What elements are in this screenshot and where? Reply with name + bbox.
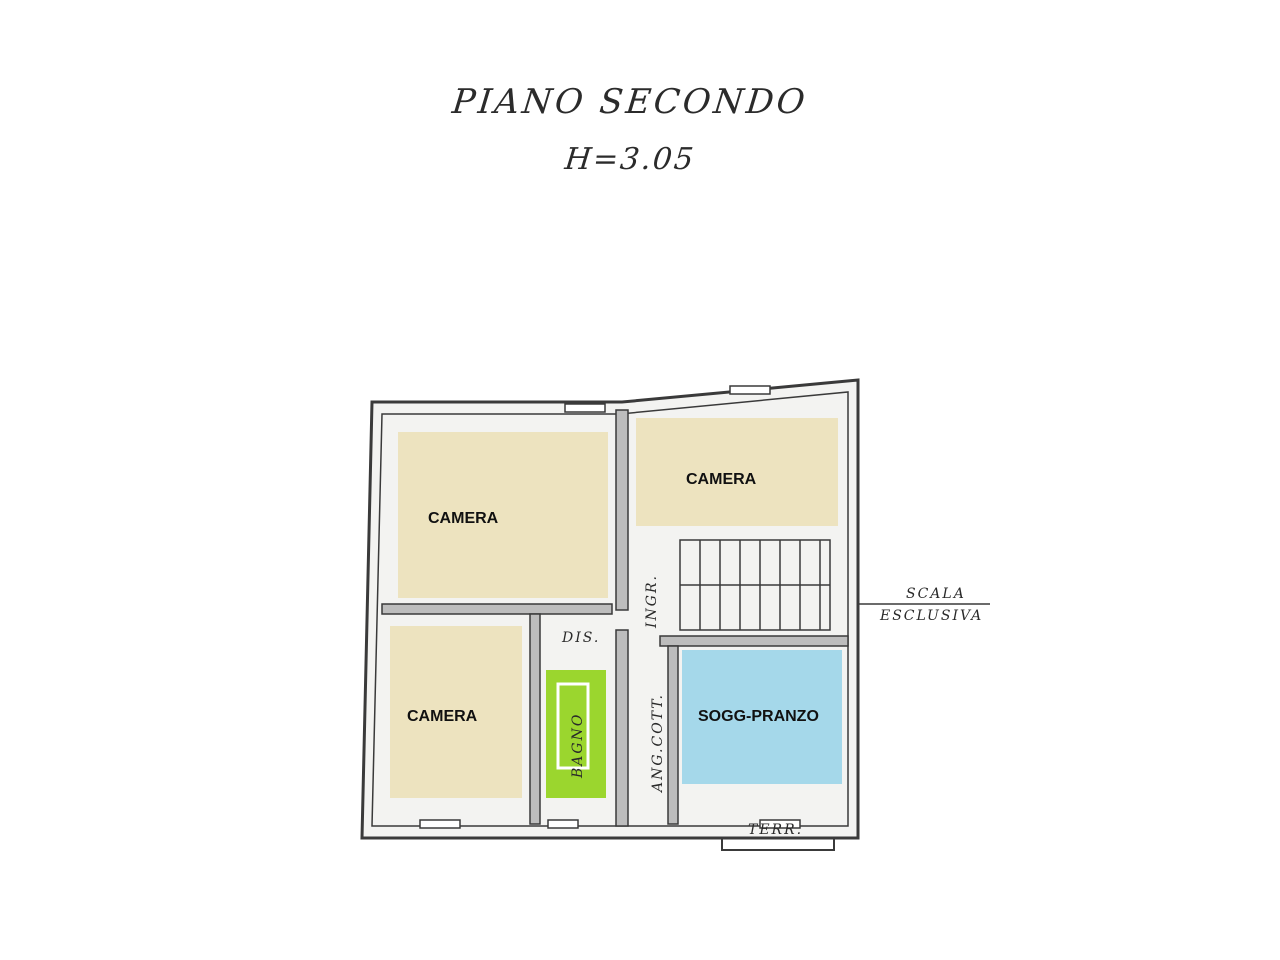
label-sogg-pranzo: SOGG-PRANZO bbox=[698, 708, 819, 725]
room-camera-top-right bbox=[636, 418, 838, 526]
room-camera-top-left bbox=[398, 432, 608, 598]
building-inner-outline bbox=[371, 391, 849, 827]
staircase bbox=[679, 539, 990, 631]
annotation-ingr: INGR. bbox=[644, 574, 660, 629]
label-camera-top-right: CAMERA bbox=[686, 471, 757, 488]
room-sogg-pranzo bbox=[682, 650, 842, 784]
label-camera-top-left: CAMERA bbox=[428, 510, 499, 527]
interior-walls bbox=[381, 409, 849, 827]
annotation-scala: SCALA bbox=[906, 586, 966, 602]
label-bagno: BAGNO bbox=[570, 713, 586, 779]
annotation-esclusiva: ESCLUSIVA bbox=[879, 608, 983, 624]
label-camera-bottom-left: CAMERA bbox=[407, 708, 478, 725]
room-camera-bottom-left bbox=[390, 626, 522, 798]
bagno-fixture bbox=[556, 682, 590, 770]
room-bagno bbox=[546, 670, 606, 798]
annotation-ang-cott: ANG.COTT. bbox=[650, 693, 666, 794]
window-marks bbox=[419, 385, 801, 829]
annotation-terr: TERR. bbox=[748, 822, 803, 838]
annotation-dis: DIS. bbox=[561, 630, 600, 646]
terrace-outline bbox=[721, 838, 835, 851]
